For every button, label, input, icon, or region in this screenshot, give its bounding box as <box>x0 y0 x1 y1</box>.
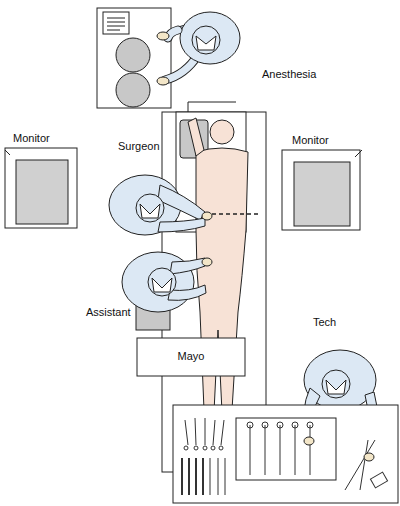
instrument-table <box>173 405 398 503</box>
monitor-dial <box>116 38 150 72</box>
node-label: Monitor <box>292 134 329 146</box>
anesthesia-cart <box>97 8 171 108</box>
role-label: Surgeon <box>118 140 160 152</box>
assistant-figure <box>122 252 206 330</box>
monitor-dial <box>116 73 150 107</box>
monitor-screen <box>294 162 350 226</box>
incision-line <box>212 213 258 215</box>
monitor-screen <box>16 160 68 224</box>
node-label: Mayo <box>137 350 245 362</box>
node-label: Monitor <box>13 132 50 144</box>
mayo-stand: Mayo <box>137 338 245 376</box>
clipboard <box>103 12 129 34</box>
role-label: Anesthesia <box>262 68 316 80</box>
monitor-box: Monitor <box>5 148 77 228</box>
role-label: Assistant <box>86 306 131 318</box>
instrument-tray <box>236 418 336 480</box>
role-label: Tech <box>313 316 336 328</box>
anesthesiologist-figure <box>180 12 240 64</box>
surgeon-figure <box>109 175 205 235</box>
monitor-box: Monitor <box>282 150 360 230</box>
